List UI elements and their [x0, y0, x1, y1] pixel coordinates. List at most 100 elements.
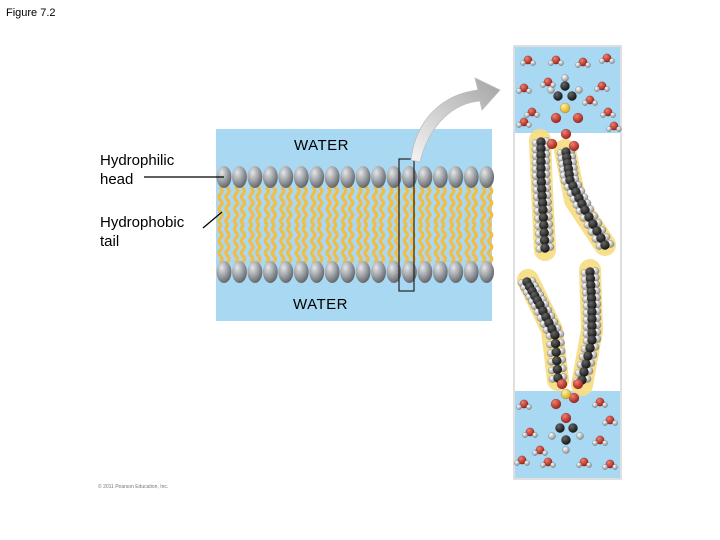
water-hydrogen-atom: [530, 60, 536, 66]
water-oxygen-atom: [605, 415, 615, 425]
water-hydrogen-atom: [585, 62, 591, 68]
hydrophilic-head: [262, 166, 278, 188]
phosphorus-atom: [560, 388, 572, 400]
oxygen-atom: [568, 140, 580, 152]
hydrophobic-tail: [270, 186, 278, 226]
hydrophobic-tail: [325, 186, 332, 226]
water-oxygen-atom: [543, 77, 553, 87]
water-label-bottom: WATER: [293, 296, 348, 313]
water-hydrogen-atom: [616, 126, 622, 132]
hydrophilic-head: [417, 166, 433, 188]
hydrophobic-tail: [217, 186, 224, 226]
water-hydrogen-atom: [550, 462, 556, 468]
carbon-atom: [588, 219, 598, 229]
water-oxygen-atom: [517, 455, 527, 465]
phospholipid-bilayer: [216, 166, 495, 283]
hydrophobic-leader-line: [202, 211, 223, 229]
carbon-atom: [551, 347, 562, 358]
hydrophobic-tail: [371, 186, 379, 226]
hydrophilic-label-line1: Hydrophilic: [100, 152, 175, 169]
water-hydrogen-atom: [606, 126, 612, 132]
water-hydrogen-atom: [609, 58, 615, 64]
water-hydrogen-atom: [514, 460, 520, 466]
hydrophobic-tail: [248, 186, 255, 226]
hydrophobic-tail: [464, 186, 471, 226]
water-oxygen-atom: [523, 55, 533, 65]
carbon-atom: [560, 81, 570, 91]
carbon-atom: [581, 359, 591, 369]
water-oxygen-atom: [525, 427, 535, 437]
hydrophobic-tail: [224, 186, 231, 226]
water-hydrogen-atom: [516, 88, 522, 94]
oxygen-atom: [546, 138, 558, 150]
hydrophobic-tail: [433, 186, 440, 226]
carbon-atom: [552, 355, 562, 366]
hydrophobic-tail: [449, 224, 456, 264]
hydrophobic-tail: [440, 186, 447, 226]
hydrophobic-tail: [378, 186, 386, 226]
hydrophilic-head: [417, 261, 433, 283]
water-hydrogen-atom: [532, 450, 538, 456]
hydrophilic-head: [324, 261, 340, 283]
hydrophobic-tail: [394, 224, 401, 264]
hydrophilic-head-label: Hydrophilic head: [100, 151, 174, 189]
carbon-atom: [540, 243, 550, 253]
hydrophobic-tail: [310, 186, 317, 226]
hydrophobic-tail: [440, 224, 447, 264]
hydrophobic-tail: [294, 224, 301, 264]
water-hydrogen-atom: [522, 432, 528, 438]
hydrophilic-head: [293, 261, 309, 283]
oxygen-atom: [550, 112, 562, 124]
hydrophobic-tail: [449, 186, 456, 226]
water-oxygen-atom: [603, 107, 613, 117]
hydrophobic-label-line1: Hydrophobic: [100, 214, 185, 231]
hydrophilic-head: [340, 261, 355, 283]
hydrophobic-tail: [263, 224, 271, 264]
water-hydrogen-atom: [599, 58, 605, 64]
hydrophilic-head: [232, 166, 247, 188]
membrane-water-background: [216, 129, 492, 321]
hydrophobic-tail: [394, 186, 401, 226]
curved-arrow-icon: [410, 77, 501, 163]
hydrophilic-head: [293, 166, 309, 188]
water-oxygen-atom: [602, 53, 612, 63]
hydrophobic-tail: [479, 186, 487, 226]
hydrophobic-tail: [263, 186, 271, 226]
hydrophobic-tail: [402, 186, 410, 226]
hydrophilic-head: [309, 261, 325, 283]
hydrophobic-tail: [286, 224, 293, 264]
water-hydrogen-atom: [548, 60, 554, 66]
water-hydrogen-atom: [612, 420, 618, 426]
water-hydrogen-atom: [592, 440, 598, 446]
figure-title: Figure 7.2: [6, 7, 56, 19]
hydrophilic-head: [247, 261, 263, 283]
hydrophobic-tail: [270, 224, 278, 264]
water-hydrogen-atom: [592, 402, 598, 408]
hydrophilic-head: [278, 261, 294, 283]
hydrophobic-tail: [286, 186, 293, 226]
hydrophilic-head: [371, 166, 386, 188]
hydrophobic-tail: [371, 224, 379, 264]
hydrophobic-tail: [363, 186, 370, 226]
water-oxygen-atom: [597, 81, 607, 91]
water-hydrogen-atom: [524, 112, 530, 118]
hydrophobic-tail: [418, 224, 425, 264]
oxygen-atom: [572, 378, 584, 390]
water-hydrogen-atom: [542, 450, 548, 456]
oxygen-atom: [556, 378, 568, 390]
water-hydrogen-atom: [612, 464, 618, 470]
water-oxygen-atom: [585, 95, 595, 105]
hydrophilic-head: [448, 166, 464, 188]
hydrophobic-tail: [387, 224, 394, 264]
hydrophilic-head: [232, 261, 247, 283]
water-hydrogen-atom: [526, 122, 532, 128]
hydrophobic-tail: [248, 224, 255, 264]
hydrogen-atom: [562, 446, 570, 454]
hydrophilic-head: [386, 261, 402, 283]
carbon-atom: [567, 91, 577, 101]
carbon-atom: [592, 226, 602, 236]
carbon-atom: [568, 423, 578, 433]
water-oxygen-atom: [605, 459, 615, 469]
carbon-atom: [550, 338, 561, 349]
hydrophobic-tail: [464, 224, 471, 264]
